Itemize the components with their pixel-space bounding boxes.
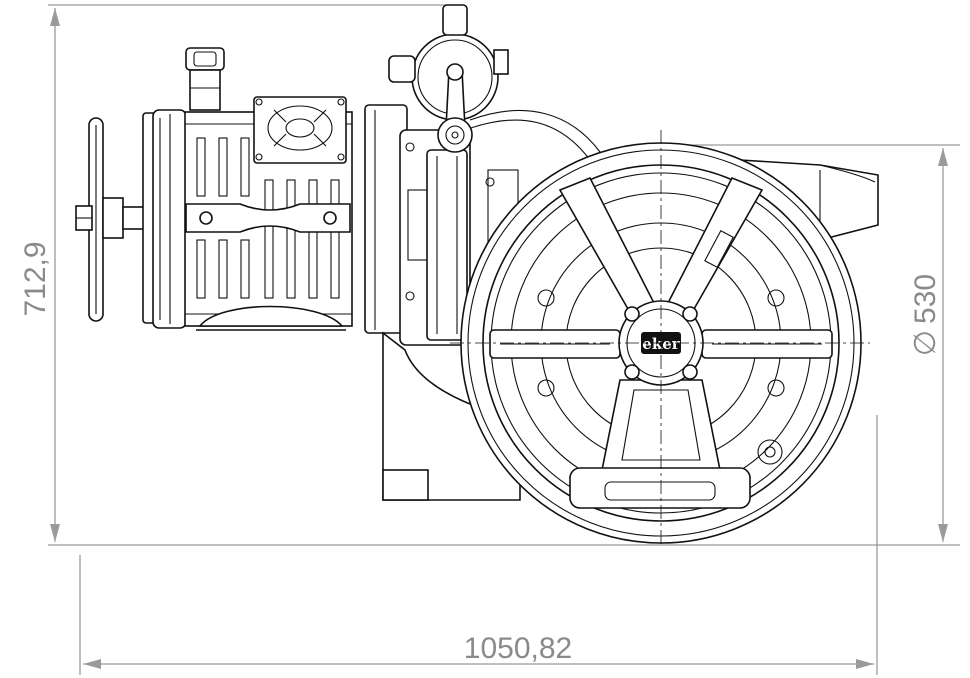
clamp-bolt-right [323, 211, 337, 225]
brake-lever-assembly [388, 4, 509, 153]
diameter-symbol: ∅ [909, 330, 942, 356]
clamp-bolt-left [199, 211, 213, 225]
arrowhead-right [856, 659, 874, 669]
arrowhead-left [83, 659, 101, 669]
arrowhead-diam-bottom [938, 524, 948, 542]
motor-cooling-slots [196, 137, 340, 299]
lever-pivot [437, 117, 473, 153]
arrowhead-top [50, 8, 60, 26]
arrowhead-bottom [50, 524, 60, 542]
handwheel-shaft [122, 206, 146, 230]
gearbox [364, 104, 601, 501]
height-dimension: 712,9 [19, 4, 960, 546]
brake-side-stub [493, 49, 509, 75]
motor [142, 47, 353, 331]
traction-sheave: eker [450, 130, 870, 548]
brake-side-knob [388, 55, 416, 83]
width-dimension: 1050,82 [79, 415, 878, 675]
fan-icon [267, 105, 333, 151]
height-dimension-label: 712,9 [19, 241, 52, 316]
handwheel [75, 117, 146, 322]
motor-clamp-band [185, 203, 351, 233]
diameter-label-group: ∅ 530 [909, 274, 942, 356]
brake-drum [426, 149, 468, 341]
sheave-logo-text: eker [642, 335, 680, 353]
sheave-port [757, 439, 783, 465]
diameter-value: 530 [909, 274, 942, 324]
hub-bolt-4 [682, 364, 698, 380]
motor-foot [198, 305, 344, 327]
hub-bolt-1 [624, 306, 640, 322]
handwheel-hub [102, 197, 124, 239]
hub-bolt-2 [682, 306, 698, 322]
width-dimension-label: 1050,82 [464, 632, 572, 665]
encoder-head [185, 47, 225, 71]
diameter-dimension: ∅ 530 [660, 144, 960, 542]
encoder-stem [189, 69, 221, 111]
arrowhead-diam-top [938, 148, 948, 166]
base-foot [382, 469, 429, 501]
brake-cap [442, 4, 468, 36]
hub-bolt-3 [624, 364, 640, 380]
sheave-bottom-bracket [569, 467, 751, 509]
